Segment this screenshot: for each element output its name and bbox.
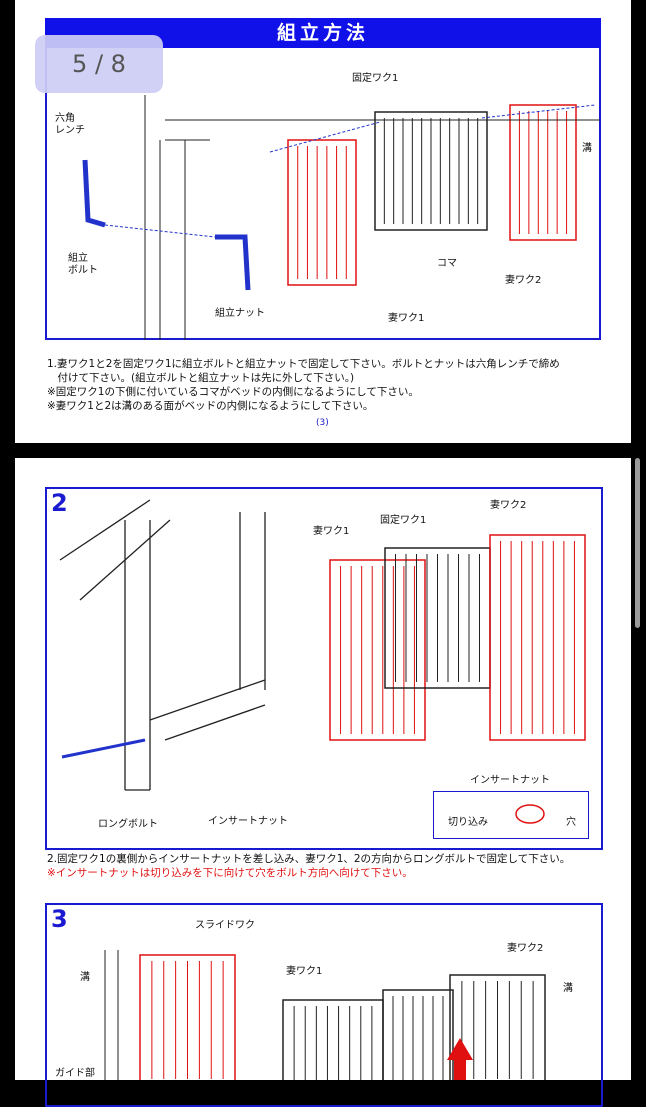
slide-frame-drawing — [139, 954, 236, 1080]
label-bolt: 組立 ボルト — [68, 253, 98, 276]
step3-diagram-frame — [45, 903, 603, 1107]
instruction-line: 1.妻ワク1と2を固定ワク1に組立ボルトと組立ナットで固定して下さい。ボルトとナ… — [47, 358, 560, 370]
label-end-frame1: 妻ワク1 — [286, 966, 323, 977]
label-end-frame1: 妻ワク1 — [313, 526, 350, 537]
step2-number: 2 — [51, 489, 68, 517]
instruction-line: ※妻ワク1と2は溝のある面がベッドの内側になるようにして下さい。 — [47, 400, 374, 412]
end-frame2-drawing — [449, 974, 546, 1080]
step2-instruction: 2.固定ワク1の裏側からインサートナットを差し込み、妻ワク1、2の方向からロング… — [47, 853, 571, 865]
label-long-bolt: ロングボルト — [98, 819, 158, 830]
end-frame2-drawing — [489, 534, 586, 741]
end-frame1-drawing — [329, 559, 426, 741]
bolt-path — [269, 121, 381, 153]
label-groove: 溝 — [563, 983, 573, 994]
label-koma: コマ — [437, 258, 457, 269]
long-bolt-icon — [61, 738, 146, 759]
label-fixed-frame: 固定ワク1 — [380, 515, 427, 526]
label-insert-nut: インサートナット — [208, 816, 288, 827]
label-end-frame1: 妻ワク1 — [388, 313, 425, 324]
label-wrench: 六角 レンチ — [55, 113, 85, 136]
bolt-path — [481, 104, 596, 119]
label-groove: 溝 — [80, 972, 90, 983]
label-notch: 切り込み — [448, 817, 488, 828]
hex-wrench-icon — [82, 159, 106, 228]
label-nut: 組立ナット — [215, 308, 265, 319]
insert-nut-icon — [515, 804, 545, 824]
label-slide-frame: スライドワク — [195, 920, 255, 931]
step3-number: 3 — [51, 905, 68, 933]
step1-diagram-frame — [45, 48, 601, 340]
bed-post-drawing — [59, 499, 266, 791]
label-end-frame2: 妻ワク2 — [507, 943, 544, 954]
scrollbar[interactable] — [635, 458, 640, 628]
instruction-line: ※固定ワク1の下側に付いているコマがベッドの内側になるようにして下さい。 — [47, 386, 419, 398]
bolt-path — [104, 224, 216, 238]
bed-post-drawing — [104, 950, 119, 1080]
label-fixed-frame: 固定ワク1 — [352, 73, 399, 84]
fixed-frame-drawing — [374, 111, 488, 231]
insert-nut-detail-box — [433, 791, 589, 839]
label-groove: 溝 — [582, 143, 592, 154]
end-frame2-drawing — [509, 104, 577, 241]
page-number: (3) — [316, 418, 329, 428]
bed-post-drawing — [144, 95, 600, 340]
label-hole: 穴 — [566, 817, 576, 828]
up-arrow-icon — [447, 1038, 473, 1080]
page-indicator: 5 / 8 — [35, 35, 163, 93]
hex-wrench-icon — [215, 234, 251, 291]
step2-warning: ※インサートナットは切り込みを下に向けて穴をボルト方向へ向けて下さい。 — [47, 867, 413, 879]
step2-diagram-frame — [45, 487, 603, 850]
label-insert-nut-title: インサートナット — [470, 775, 550, 786]
label-guide: ガイド部 — [55, 1068, 95, 1079]
end-frame1-drawing — [287, 139, 357, 286]
label-end-frame2: 妻ワク2 — [490, 500, 527, 511]
fixed-frame-drawing — [382, 989, 454, 1080]
assembly-illustrations — [59, 95, 600, 1080]
instruction-line: 付けて下さい。(組立ボルトと組立ナットは先に外して下さい。) — [47, 372, 355, 384]
label-end-frame2: 妻ワク2 — [505, 275, 542, 286]
